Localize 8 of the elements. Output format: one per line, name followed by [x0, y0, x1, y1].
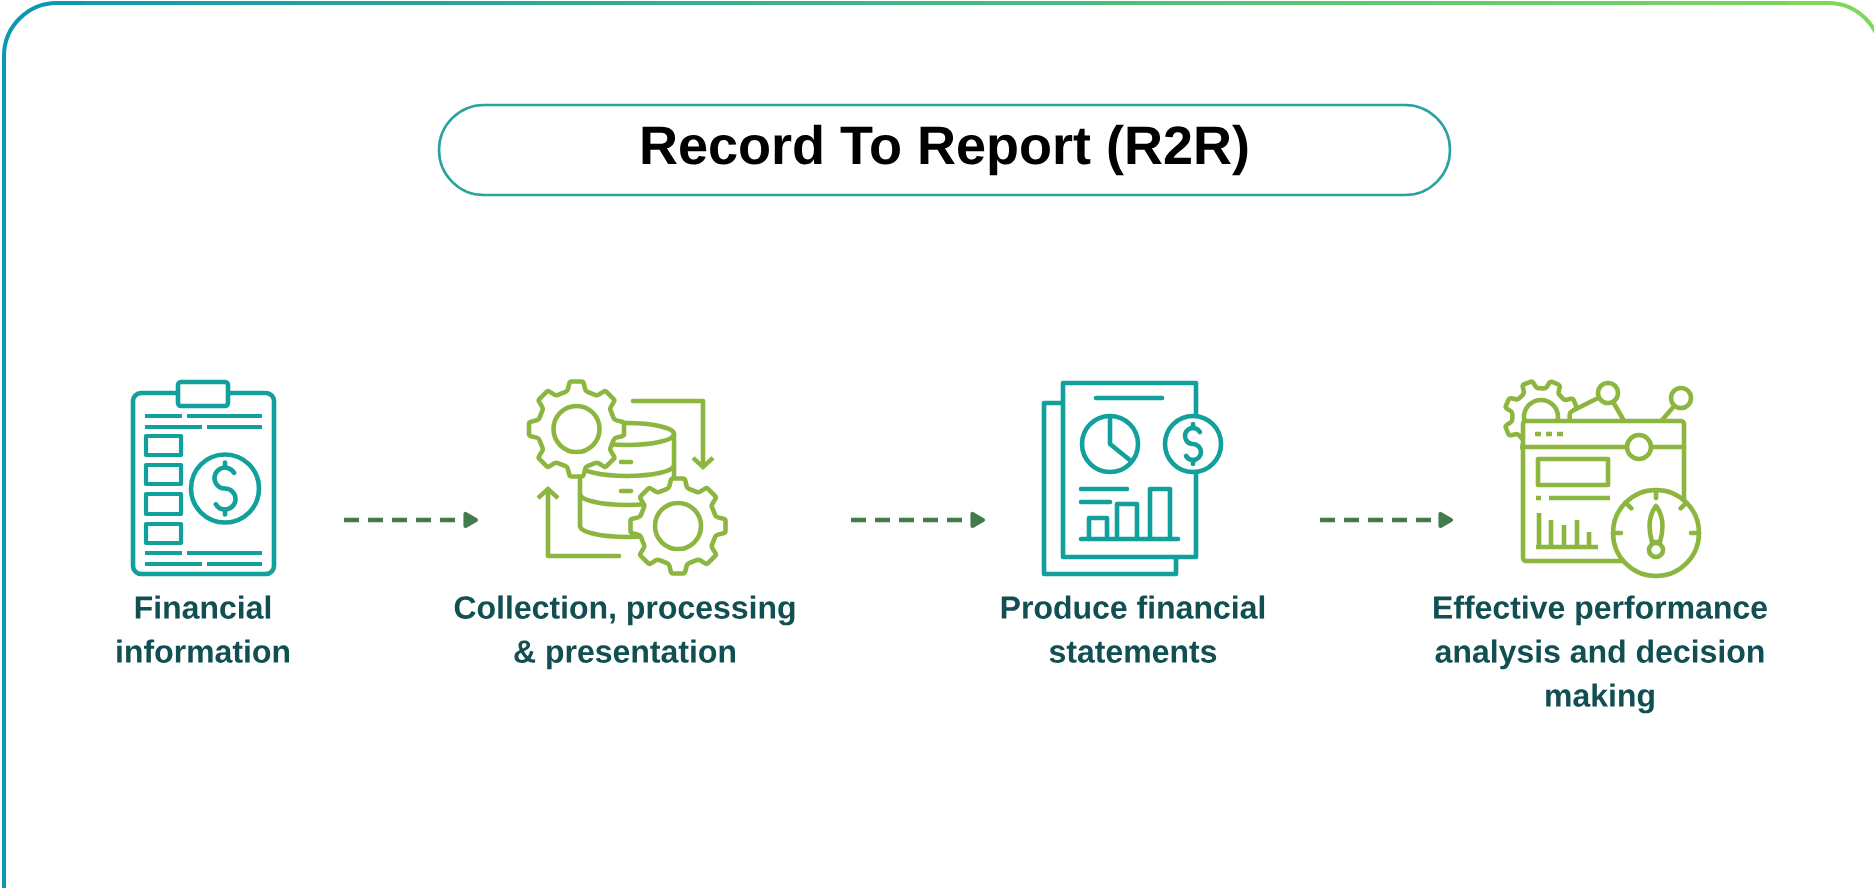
step-label: Collection, processing & presentation	[454, 595, 795, 670]
step-label: Produce financial statements	[1001, 595, 1265, 663]
arrow	[1320, 511, 1453, 529]
step-label: Effective performance analysis and decision making	[1434, 595, 1767, 714]
step-label: Financial information	[117, 595, 290, 663]
arrow	[851, 511, 985, 529]
title: Record To Report (R2R)	[437, 103, 1452, 197]
arrow	[344, 511, 478, 529]
